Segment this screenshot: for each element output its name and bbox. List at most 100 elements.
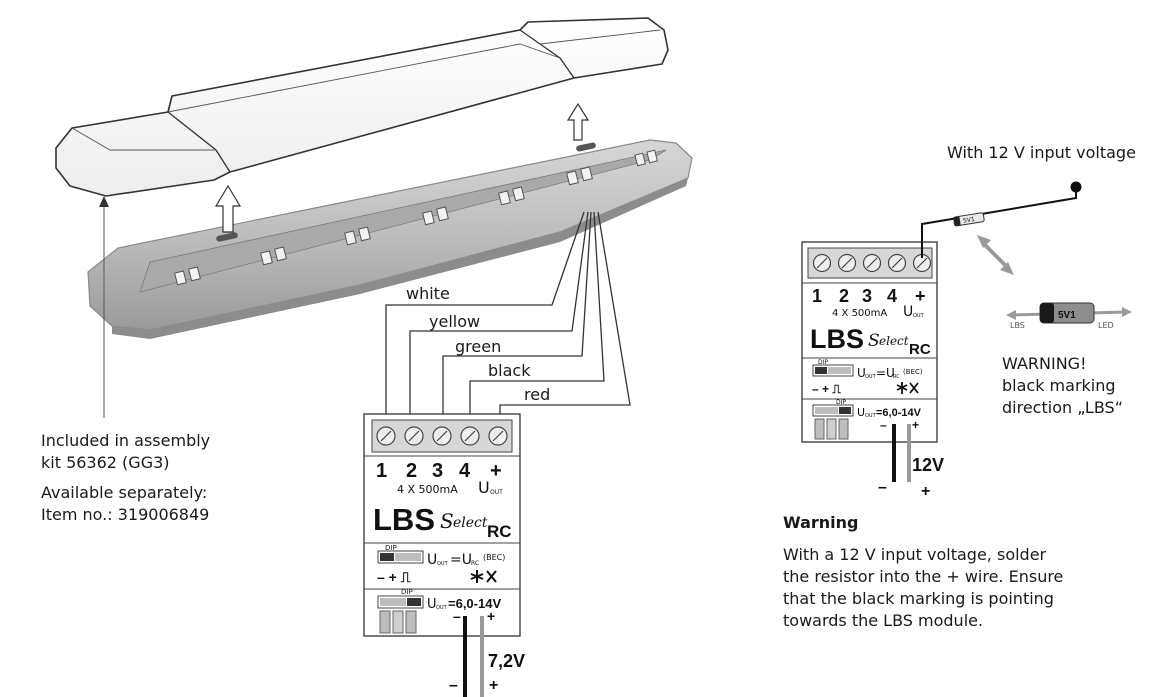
pulse-symbols: – + ⎍ (377, 569, 411, 585)
warning-line-2: black marking (1002, 376, 1116, 395)
module-connector (379, 610, 417, 634)
warning-line-3: direction „LBS“ (1002, 398, 1123, 417)
warning-text-2: the resistor into the + wire. Ensure (783, 567, 1064, 586)
assembly-note: Included in assembly kit 56362 (GG3) Ava… (41, 430, 210, 526)
resistor-lbs-label: LBS (1010, 321, 1025, 330)
right-eq1-bec: (BEC) (903, 368, 923, 376)
right-supply-voltage: 12V (912, 455, 944, 475)
right-supply-minus: – (878, 479, 887, 496)
right-eq1-sub2: RC (893, 374, 900, 380)
terminal-number-3: 3 (432, 460, 443, 482)
input-voltage-heading: With 12 V input voltage (947, 143, 1136, 162)
warning-title: Warning (783, 513, 859, 532)
right-no-servo-icon (896, 382, 919, 394)
brand-elect: elect (453, 515, 488, 531)
dip-label-2: DIP (401, 588, 413, 596)
dip-label-1: DIP (385, 544, 397, 552)
left-supply-minus: – (449, 677, 458, 694)
right-eq2-sub: OUT (865, 413, 877, 419)
wire-label-yellow: yellow (429, 312, 480, 331)
right-terminal-plus: + (915, 286, 926, 306)
eq2-value: =6,0-14V (448, 596, 501, 611)
assembly-note-line-2: kit 56362 (GG3) (41, 453, 170, 472)
resistor-value: 5V1 (1058, 310, 1076, 321)
wire-white (385, 211, 585, 420)
right-eq1-eq: =U (876, 366, 895, 380)
right-dip-label-2: DIP (836, 399, 846, 406)
brand-lbs: LBS (373, 502, 435, 537)
resistor-detail: 5V1 LBS LED (1006, 302, 1132, 330)
uout-label: U (478, 478, 490, 497)
uout-subscript: OUT (490, 489, 503, 496)
availability-note-line-2: Item no.: 319006849 (41, 505, 210, 524)
no-servo-icon (470, 570, 497, 583)
eq1-u: U (427, 552, 437, 568)
input-wire-12v: 5V1 (921, 181, 1082, 258)
wire-green (442, 211, 592, 420)
terminal-block-right (807, 247, 933, 279)
wire-label-red: red (524, 385, 550, 404)
module-minus: – (453, 608, 461, 624)
right-terminal-4: 4 (887, 286, 897, 306)
right-terminal-3: 3 (862, 286, 872, 306)
right-brand-rc: RC (909, 341, 931, 358)
lbs-module-right: 1 2 3 4 + 4 X 500mA U OUT LBS S elect RC… (801, 241, 938, 443)
lbs-module-left: 1 2 3 4 + 4 X 500mA U OUT LBS S elect RC… (363, 413, 521, 637)
warning-line-1: WARNING! (1002, 354, 1086, 373)
right-eq2-u: U (857, 406, 865, 419)
right-uout: U (903, 304, 913, 320)
right-brand-lbs: LBS (810, 324, 864, 354)
right-eq1-u: U (857, 366, 866, 380)
inline-resistor-label: 5V1 (963, 216, 976, 225)
module-plus: + (487, 608, 495, 624)
terminal-block (371, 419, 513, 453)
right-supply-plus: + (921, 483, 930, 500)
right-brand-s: S (868, 331, 880, 351)
brand-rc: RC (487, 522, 512, 541)
brand-s: S (440, 509, 454, 533)
right-uout-sub: OUT (913, 313, 925, 319)
right-brand-elect: elect (879, 334, 909, 348)
right-eq2-value: =6,0-14V (876, 407, 922, 419)
right-dip-label-1: DIP (818, 359, 828, 366)
wire-bundle (385, 211, 631, 420)
wire-label-white: white (406, 284, 450, 303)
right-terminal-1: 1 (812, 286, 822, 306)
left-supply-plus: + (489, 677, 498, 694)
led-pairs (174, 149, 658, 286)
output-spec: 4 X 500mA (397, 483, 458, 496)
terminal-plus: + (490, 460, 502, 482)
left-supply-wires (463, 616, 484, 697)
right-eq1-sub: OUT (865, 374, 877, 380)
right-module-plus: + (912, 418, 919, 432)
left-supply-voltage: 7,2V (488, 651, 525, 671)
warning-text-1: With a 12 V input voltage, solder (783, 545, 1047, 564)
assembly-note-line-1: Included in assembly (41, 431, 211, 450)
terminal-number-1: 1 (376, 460, 387, 482)
resistor-led-label: LED (1098, 321, 1114, 330)
right-terminal-2: 2 (839, 286, 849, 306)
wire-yellow (409, 211, 589, 420)
eq1-eq: =U (450, 552, 472, 568)
wire-black (469, 211, 605, 420)
right-pulse: – + ⎍ (812, 382, 841, 396)
assembly-arrows (214, 102, 590, 233)
eq1-bec: (BEC) (483, 553, 505, 562)
right-output-spec: 4 X 500mA (832, 308, 887, 319)
wire-labels: white yellow green black red (406, 284, 550, 404)
eq1-sub: OUT (437, 561, 449, 567)
terminal-number-4: 4 (459, 460, 471, 482)
warning-text-4: towards the LBS module. (783, 611, 984, 630)
warning-text-3: that the black marking is pointing (783, 589, 1054, 608)
eq2-u: U (427, 597, 437, 612)
eq1-sub2: RC (471, 560, 479, 567)
right-module-minus: – (880, 418, 887, 432)
zoom-arrow (977, 235, 1014, 275)
wire-label-black: black (488, 361, 531, 380)
terminal-number-2: 2 (406, 460, 417, 482)
warning-section: Warning With a 12 V input voltage, solde… (783, 512, 1063, 632)
wire-red (499, 211, 631, 420)
availability-note-line-1: Available separately: (41, 483, 208, 502)
wire-label-green: green (455, 337, 501, 356)
